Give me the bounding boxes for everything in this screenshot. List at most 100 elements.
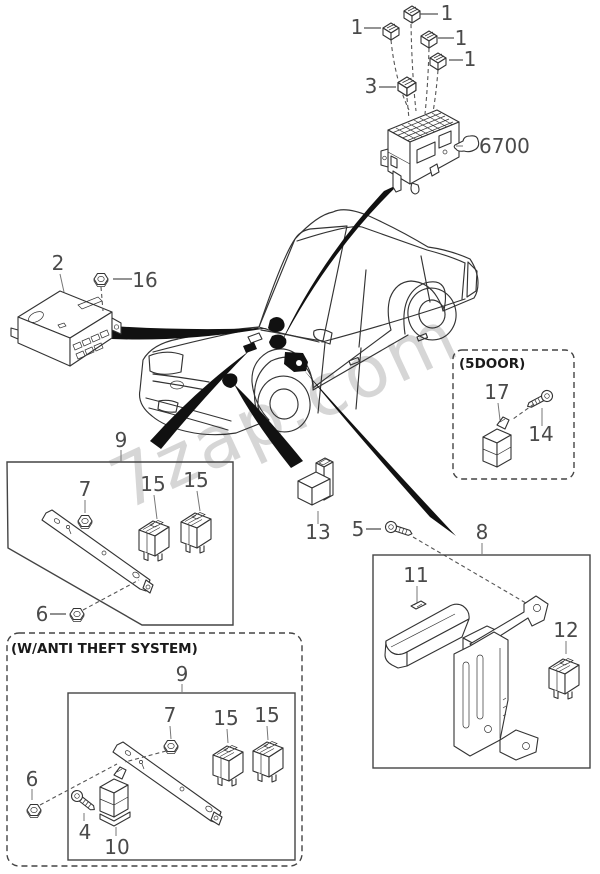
fit-line-7-lower xyxy=(124,750,167,763)
nut-6-upper-drawing xyxy=(69,607,85,623)
callout-bolt-14[interactable]: 14 xyxy=(528,422,553,446)
mounting-location-markers xyxy=(222,317,308,388)
callout-bolt-5[interactable]: 5 xyxy=(352,517,365,541)
callout-relay-1a[interactable]: 1 xyxy=(441,1,454,25)
callout-relay-1b[interactable]: 1 xyxy=(351,15,364,39)
fit-line-14 xyxy=(512,403,535,420)
marker-door-hole xyxy=(296,360,302,366)
rocker-line xyxy=(312,334,409,391)
front-door-edge xyxy=(317,342,326,414)
callout-nut-6-upper[interactable]: 6 xyxy=(36,602,49,626)
fog-lamp xyxy=(157,399,179,413)
car-drawing xyxy=(138,209,479,436)
bolt-5-drawing xyxy=(383,519,415,540)
callout-bracket-9-upper[interactable]: 9 xyxy=(115,428,128,452)
callout-nut-16[interactable]: 16 xyxy=(132,268,157,292)
group-box-anti-theft xyxy=(6,632,303,867)
group-box-anti-theft-title: (W/ANTI THEFT SYSTEM) xyxy=(11,641,198,657)
relay-1c-drawing xyxy=(420,30,438,49)
cowl-line xyxy=(260,329,320,343)
callout-relay-1c[interactable]: 1 xyxy=(455,26,468,50)
callout-nut-7-lower[interactable]: 7 xyxy=(164,703,177,727)
nut-7-upper-drawing xyxy=(77,514,93,530)
rear-glass-edge xyxy=(461,262,466,300)
relay-10-drawing xyxy=(99,766,131,827)
marker-fender xyxy=(243,342,257,353)
callout-assembly-8[interactable]: 8 xyxy=(476,520,489,544)
bolt-4-drawing xyxy=(68,787,99,815)
headlight xyxy=(148,351,184,375)
bracket-bar-lower-drawing xyxy=(112,741,223,826)
callout-nut-6-lower[interactable]: 6 xyxy=(26,767,39,791)
callout-bracket-9-lower[interactable]: 9 xyxy=(176,662,189,686)
callout-relay-12[interactable]: 12 xyxy=(553,618,578,642)
roof-inner-line xyxy=(296,226,466,264)
pointing-hand-icon xyxy=(453,135,480,153)
door-handle-rear xyxy=(416,332,429,342)
relay-1b-drawing xyxy=(382,22,400,41)
rear-door-edge xyxy=(355,347,362,410)
callout-bracket-13[interactable]: 13 xyxy=(305,520,330,544)
relay-1a-drawing xyxy=(403,5,421,24)
fusebox-drawing xyxy=(380,109,460,195)
plug-line-1b xyxy=(390,39,410,111)
tick-2 xyxy=(59,273,65,293)
nut-16-drawing xyxy=(93,272,109,288)
assembly-box-8 xyxy=(372,543,591,769)
callout-relay-15a-upper[interactable]: 15 xyxy=(140,472,165,496)
nut-6-lower-drawing xyxy=(26,803,42,819)
callout-relay-1d[interactable]: 1 xyxy=(464,47,477,71)
c-pillar xyxy=(420,255,431,303)
grille-lines xyxy=(152,373,210,391)
b-pillar xyxy=(358,269,367,348)
relay-15b-upper-drawing xyxy=(180,511,212,554)
callout-relay-10[interactable]: 10 xyxy=(104,835,129,859)
callout-ecu-2[interactable]: 2 xyxy=(52,251,65,275)
rear-wheel xyxy=(407,287,457,341)
beltline xyxy=(321,298,466,343)
group-box-5door-title: (5DOOR) xyxy=(459,356,525,372)
callout-fusebox-ref[interactable]: 6700 xyxy=(479,134,530,158)
relay-15a-lower-drawing xyxy=(212,744,244,787)
bracket-bar-upper-drawing xyxy=(41,509,154,594)
callout-bolt-4[interactable]: 4 xyxy=(79,820,92,844)
bolt-14-drawing xyxy=(524,388,555,412)
callout-relay-17[interactable]: 17 xyxy=(484,380,509,404)
assembly-box-9-upper xyxy=(6,450,234,626)
leader-arrow-ecu xyxy=(112,326,268,340)
unit-11-drawing xyxy=(384,600,470,669)
callout-unit-11[interactable]: 11 xyxy=(403,563,428,587)
front-wheel xyxy=(257,375,311,433)
marker-cowl-upper xyxy=(268,317,285,332)
door-handle-front xyxy=(348,356,361,366)
brand-logo xyxy=(170,380,184,390)
assembly-box-9-lower xyxy=(67,692,296,861)
relay-15b-lower-drawing xyxy=(252,740,284,783)
callout-relay-15b-lower[interactable]: 15 xyxy=(254,703,279,727)
ecu-2-drawing xyxy=(10,290,122,367)
plug-line-3 xyxy=(406,97,410,120)
callout-dashes-top xyxy=(364,13,463,88)
side-mirror xyxy=(313,328,333,345)
relay-3-drawing xyxy=(397,76,417,97)
tail-lamp xyxy=(466,261,478,298)
bracket-13-drawing xyxy=(297,457,334,506)
fit-line-5 xyxy=(412,536,532,607)
leader-arrow-bracket13 xyxy=(234,384,303,468)
leader-arrows xyxy=(112,184,456,536)
callout-labels: 1 1 1 1 3 6700 2 16 9 7 15 15 6 13 5 17 … xyxy=(11,1,579,859)
callout-relay-15b-upper[interactable]: 15 xyxy=(183,468,208,492)
marker-door xyxy=(284,352,308,372)
callout-relay-3[interactable]: 3 xyxy=(365,74,378,98)
fit-line-6-upper xyxy=(82,579,140,611)
callout-nut-7-upper[interactable]: 7 xyxy=(79,477,92,501)
relay-12-drawing xyxy=(548,657,580,700)
leader-arrow-bracket9 xyxy=(150,351,249,449)
group-box-5door xyxy=(452,349,575,480)
marker-cowl-lower xyxy=(269,334,287,350)
callout-relay-15a-lower[interactable]: 15 xyxy=(213,706,238,730)
plug-line-1c xyxy=(424,47,430,115)
relay-1d-drawing xyxy=(429,52,447,71)
